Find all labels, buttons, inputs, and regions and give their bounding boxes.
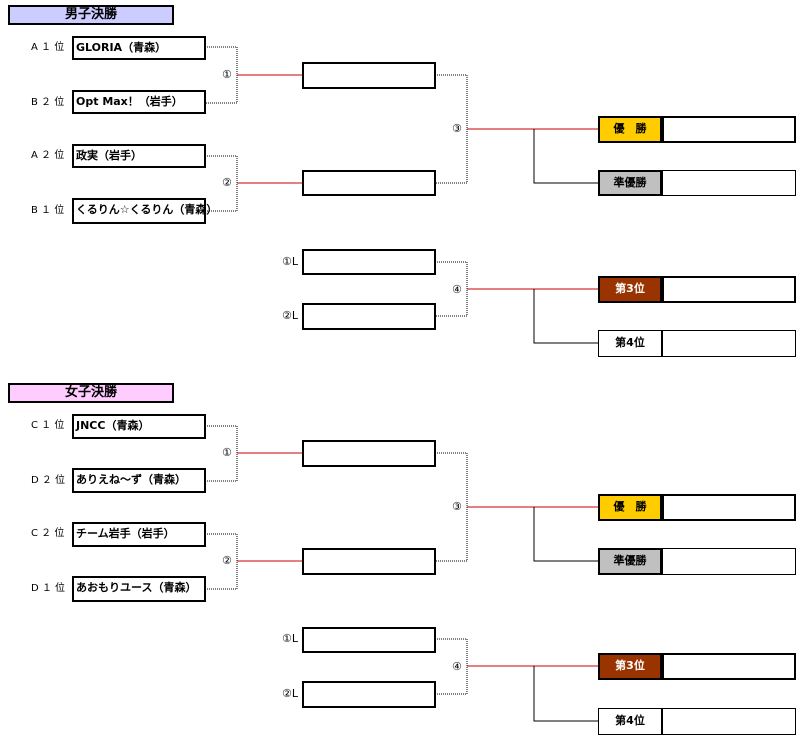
men-seed-2: B ２ 位 xyxy=(31,97,65,108)
men-loser-1-slot xyxy=(302,249,436,275)
women-seed-3: C ２ 位 xyxy=(31,528,65,539)
women-match-4-label: ④ xyxy=(452,660,462,673)
women-section-title: 女子決勝 xyxy=(8,383,174,403)
men-runner-up-result xyxy=(662,170,796,196)
men-team-4: くるりん☆くるりん（青森） xyxy=(72,198,217,224)
women-match-1-label: ① xyxy=(222,446,232,459)
women-seed-4: D １ 位 xyxy=(31,583,66,594)
women-team-1: JNCC（青森） xyxy=(72,414,206,439)
women-match-3-label: ③ xyxy=(452,500,462,513)
women-fourth-label: 第4位 xyxy=(598,708,662,735)
women-semifinal-1-slot xyxy=(302,440,436,467)
men-match-1-label: ① xyxy=(222,68,232,81)
women-fourth-result xyxy=(662,708,796,735)
men-seed-4: B １ 位 xyxy=(31,205,65,216)
men-team-2: Opt Max！（岩手） xyxy=(72,90,206,114)
women-seed-1: C １ 位 xyxy=(31,420,65,431)
women-loser-2-slot xyxy=(302,681,436,708)
men-team-3: 政実（岩手） xyxy=(72,144,206,168)
men-loser-2-slot xyxy=(302,303,436,330)
men-team-1: GLORIA（青森） xyxy=(72,36,206,60)
women-semifinal-2-slot xyxy=(302,548,436,575)
men-semifinal-2-slot xyxy=(302,170,436,196)
men-fourth-label: 第4位 xyxy=(598,330,662,357)
women-match-2-label: ② xyxy=(222,554,232,567)
women-loser-2-label: ②L xyxy=(282,687,298,700)
men-match-4-label: ④ xyxy=(452,283,462,296)
men-semifinal-1-slot xyxy=(302,62,436,89)
men-match-2-label: ② xyxy=(222,176,232,189)
women-team-3: チーム岩手（岩手） xyxy=(72,522,206,547)
women-third-label: 第3位 xyxy=(598,653,662,680)
women-runner-up-label: 準優勝 xyxy=(598,548,662,575)
women-seed-2: D ２ 位 xyxy=(31,475,66,486)
women-team-2: ありえね～ず（青森） xyxy=(72,468,206,493)
men-seed-3: A ２ 位 xyxy=(31,150,65,161)
men-match-3-label: ③ xyxy=(452,122,462,135)
men-third-result xyxy=(662,276,796,303)
men-loser-1-label: ①L xyxy=(282,255,298,268)
women-team-4: あおもりユース（青森） xyxy=(72,576,206,602)
women-champion-label: 優 勝 xyxy=(598,494,662,521)
men-third-label: 第3位 xyxy=(598,276,662,303)
women-loser-1-slot xyxy=(302,627,436,653)
men-champion-result xyxy=(662,116,796,143)
women-loser-1-label: ①L xyxy=(282,632,298,645)
men-loser-2-label: ②L xyxy=(282,309,298,322)
men-fourth-result xyxy=(662,330,796,357)
women-third-result xyxy=(662,653,796,680)
men-section-title: 男子決勝 xyxy=(8,5,174,25)
women-champion-result xyxy=(662,494,796,521)
women-runner-up-result xyxy=(662,548,796,575)
men-champion-label: 優 勝 xyxy=(598,116,662,143)
men-seed-1: A １ 位 xyxy=(31,42,65,53)
men-runner-up-label: 準優勝 xyxy=(598,170,662,196)
